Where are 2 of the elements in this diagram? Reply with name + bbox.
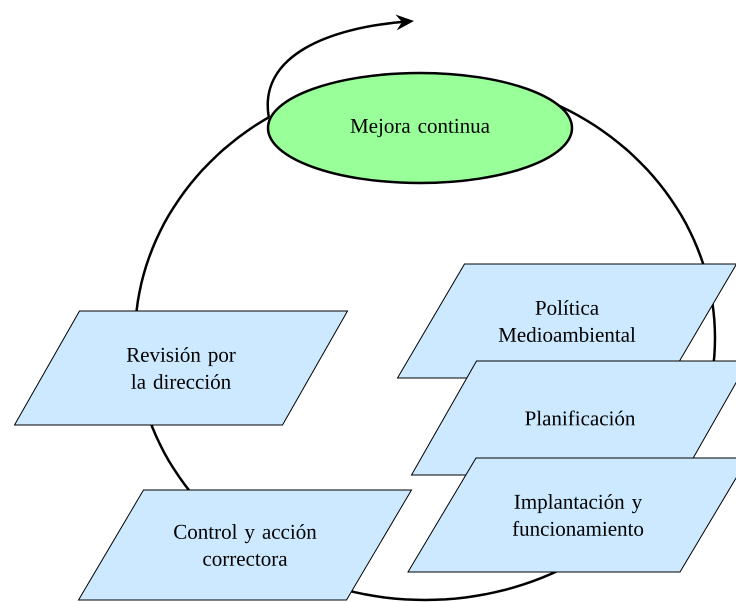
node-label: Planificación	[525, 410, 636, 426]
node-label: Política Medioambiental	[498, 300, 636, 342]
